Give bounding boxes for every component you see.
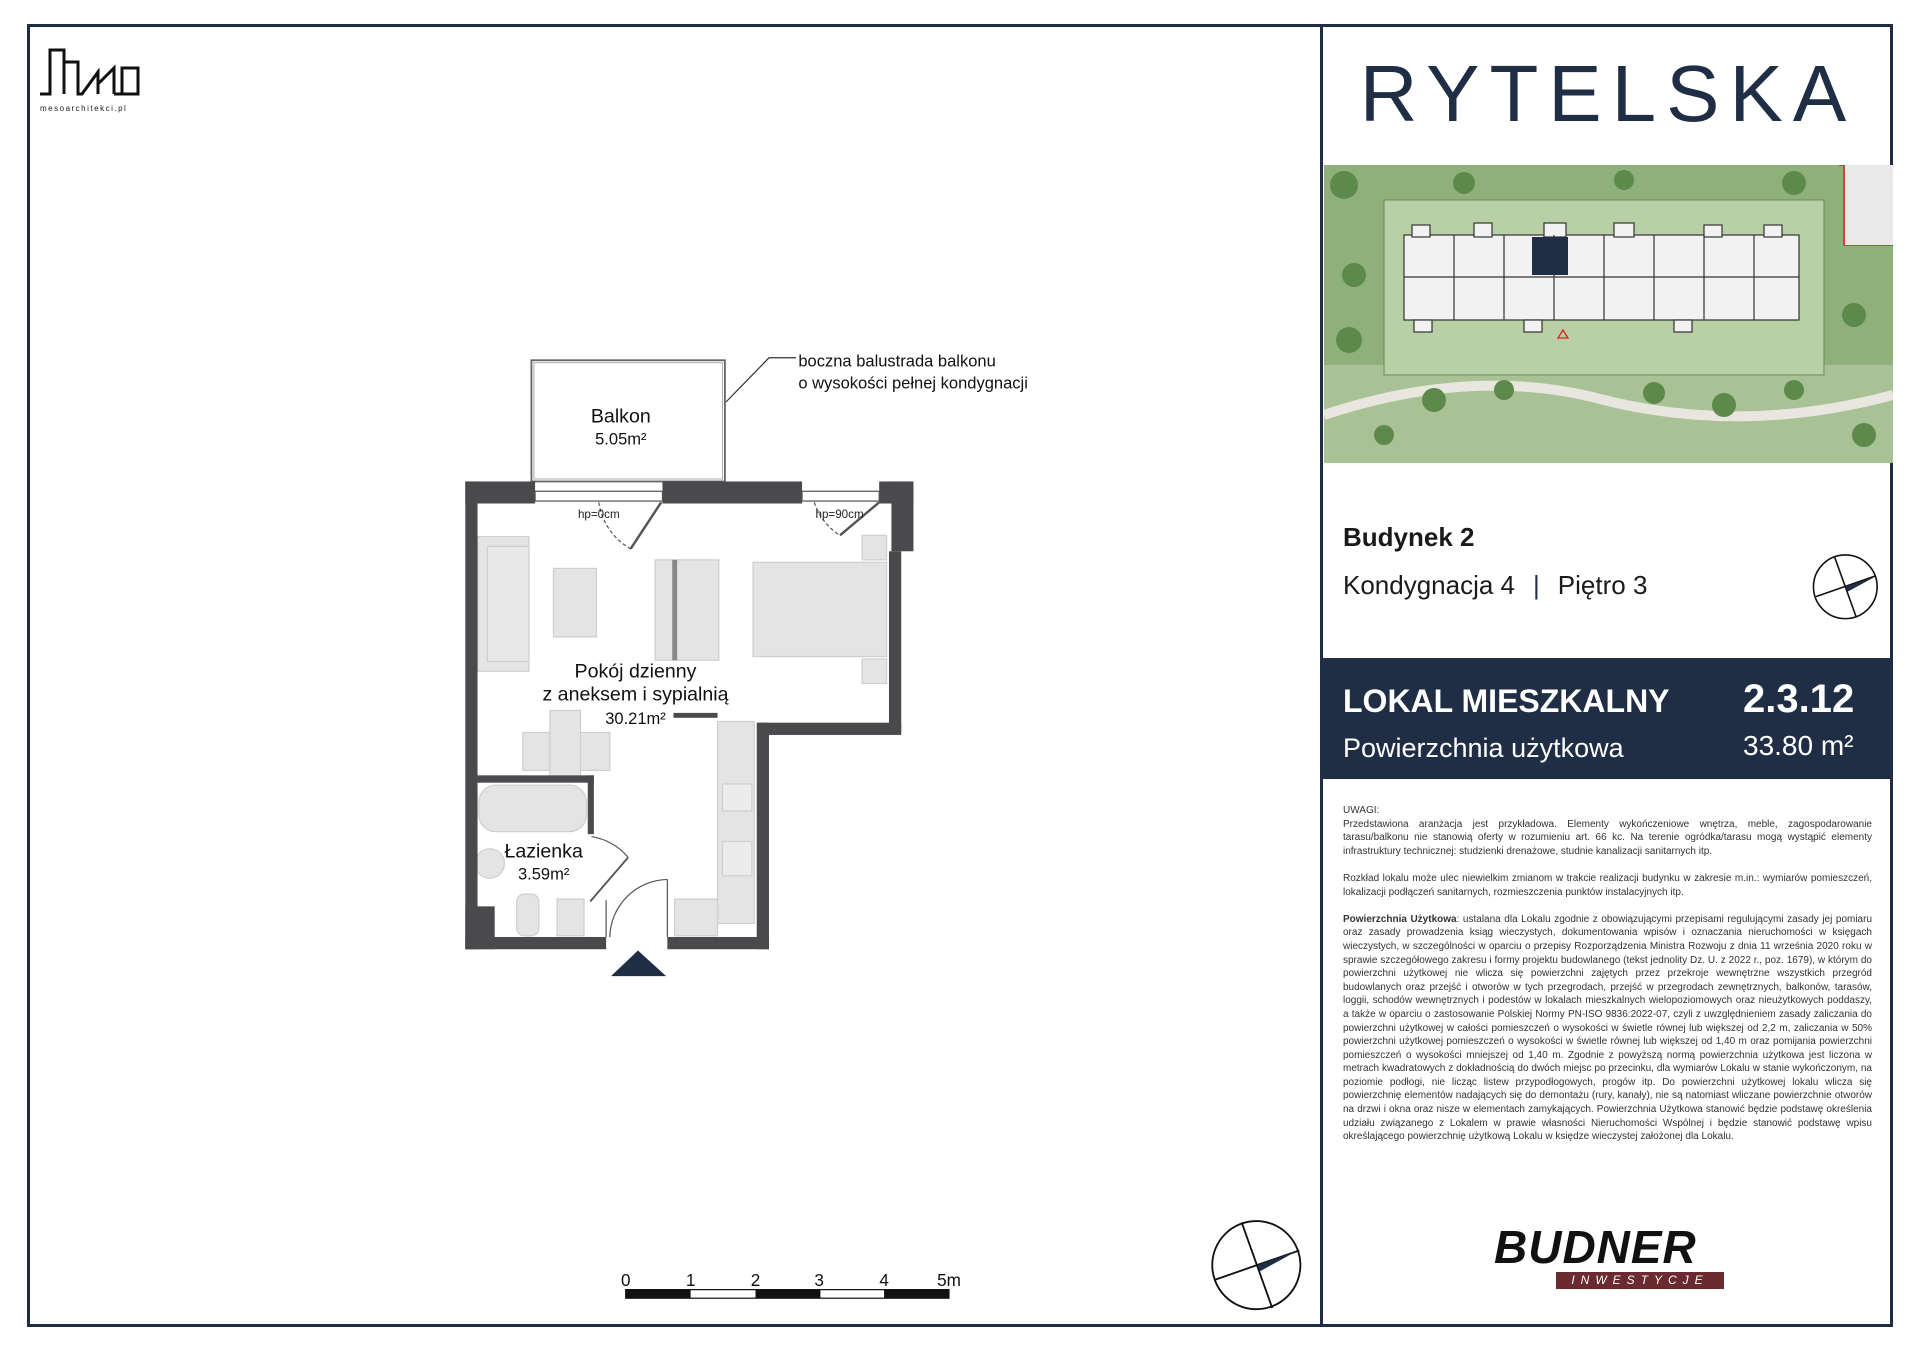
annotation-text: o wysokości pełnej kondygnacji xyxy=(798,373,1028,392)
highlighted-unit xyxy=(1532,237,1568,275)
notes-heading: UWAGI: xyxy=(1343,805,1380,816)
developer-logo-name: BUDNER xyxy=(1494,1221,1697,1273)
scale-label: 5m xyxy=(937,1270,961,1290)
scale-label: 3 xyxy=(814,1270,824,1290)
bathtub xyxy=(478,784,588,833)
room-name-living: z aneksem i sypialnią xyxy=(542,684,728,706)
kitchen-counter xyxy=(716,720,755,925)
nightstand xyxy=(861,658,888,685)
building-label: Budynek 2 xyxy=(1343,522,1475,552)
walls xyxy=(465,481,914,950)
coffee-table xyxy=(552,567,597,638)
panel-divider xyxy=(1320,24,1323,1327)
notes-term: Powierzchnia Użytkowa xyxy=(1343,913,1457,925)
nightstand xyxy=(861,534,888,561)
compass-icon xyxy=(1211,1220,1302,1311)
annotation-text: boczna balustrada balkonu xyxy=(798,351,995,370)
notes-text: : ustalana dla Lokalu zgodnie z obowiązu… xyxy=(1343,913,1873,1143)
annotation-leader xyxy=(725,357,796,403)
unit-banner: LOKAL MIESZKALNY Powierzchnia użytkowa 2… xyxy=(1323,658,1893,779)
entrance-marker-icon xyxy=(611,950,667,977)
window-label: hp=0cm xyxy=(578,508,620,521)
room-name-living: Pokój dzienny xyxy=(575,660,697,682)
washing-machine xyxy=(556,898,585,937)
unit-type: LOKAL MIESZKALNY xyxy=(1343,683,1670,719)
scale-label: 0 xyxy=(621,1270,631,1290)
developer-logo: BUDNER INWESTYCJE xyxy=(1494,1224,1734,1294)
unit-number: 2.3.12 xyxy=(1743,677,1855,721)
windows-doors xyxy=(534,490,880,937)
developer-logo-sub: INWESTYCJE xyxy=(1556,1272,1724,1289)
balcony xyxy=(530,359,726,483)
meso-logo-mark xyxy=(40,48,140,96)
compass-icon xyxy=(1812,554,1878,620)
level-info: Kondygnacja 4 | Piętro 3 xyxy=(1343,570,1647,601)
storey-label: Kondygnacja 4 xyxy=(1343,570,1516,600)
scale-bar: 0 1 2 3 4 5m xyxy=(621,1270,961,1299)
room-area-balcony: 5.05m² xyxy=(595,430,647,449)
notes-paragraph: Przedstawiona aranżacja jest przykładowa… xyxy=(1343,818,1872,857)
bed xyxy=(752,561,888,658)
unit-area-label: Powierzchnia użytkowa xyxy=(1343,733,1624,763)
level-separator: | xyxy=(1533,570,1540,600)
architect-logo: mesoarchitekci.pl xyxy=(38,46,148,113)
scale-label: 2 xyxy=(751,1270,761,1290)
project-title: RYTELSKA xyxy=(1359,49,1857,138)
sliding-partition xyxy=(672,559,678,661)
architect-url: mesoarchitekci.pl xyxy=(40,104,128,113)
notes-paragraph: Rozkład lokalu może ulec niewielkim zmia… xyxy=(1343,872,1872,898)
building-outline xyxy=(1403,222,1800,333)
scale-label: 4 xyxy=(879,1270,889,1290)
shoe-cabinet xyxy=(674,898,719,937)
notes-section: UWAGI: Przedstawiona aranżacja jest przy… xyxy=(1343,804,1872,1157)
room-area-living: 30.21m² xyxy=(605,709,666,728)
unit-area-value: 33.80 m² xyxy=(1743,730,1854,761)
window-label: hp=90cm xyxy=(816,508,864,521)
site-plan-map xyxy=(1324,165,1893,463)
room-area-bathroom: 3.59m² xyxy=(518,864,570,883)
toilet xyxy=(516,893,540,937)
room-name-balcony: Balkon xyxy=(591,406,651,428)
scale-label: 1 xyxy=(686,1270,696,1290)
room-name-bathroom: Łazienka xyxy=(504,840,582,862)
notes-paragraph: Powierzchnia Użytkowa: ustalana dla Loka… xyxy=(1343,913,1872,1144)
washbasin xyxy=(474,848,506,879)
wardrobe xyxy=(654,559,720,661)
furniture xyxy=(474,534,888,937)
floor-label: Piętro 3 xyxy=(1557,570,1648,600)
